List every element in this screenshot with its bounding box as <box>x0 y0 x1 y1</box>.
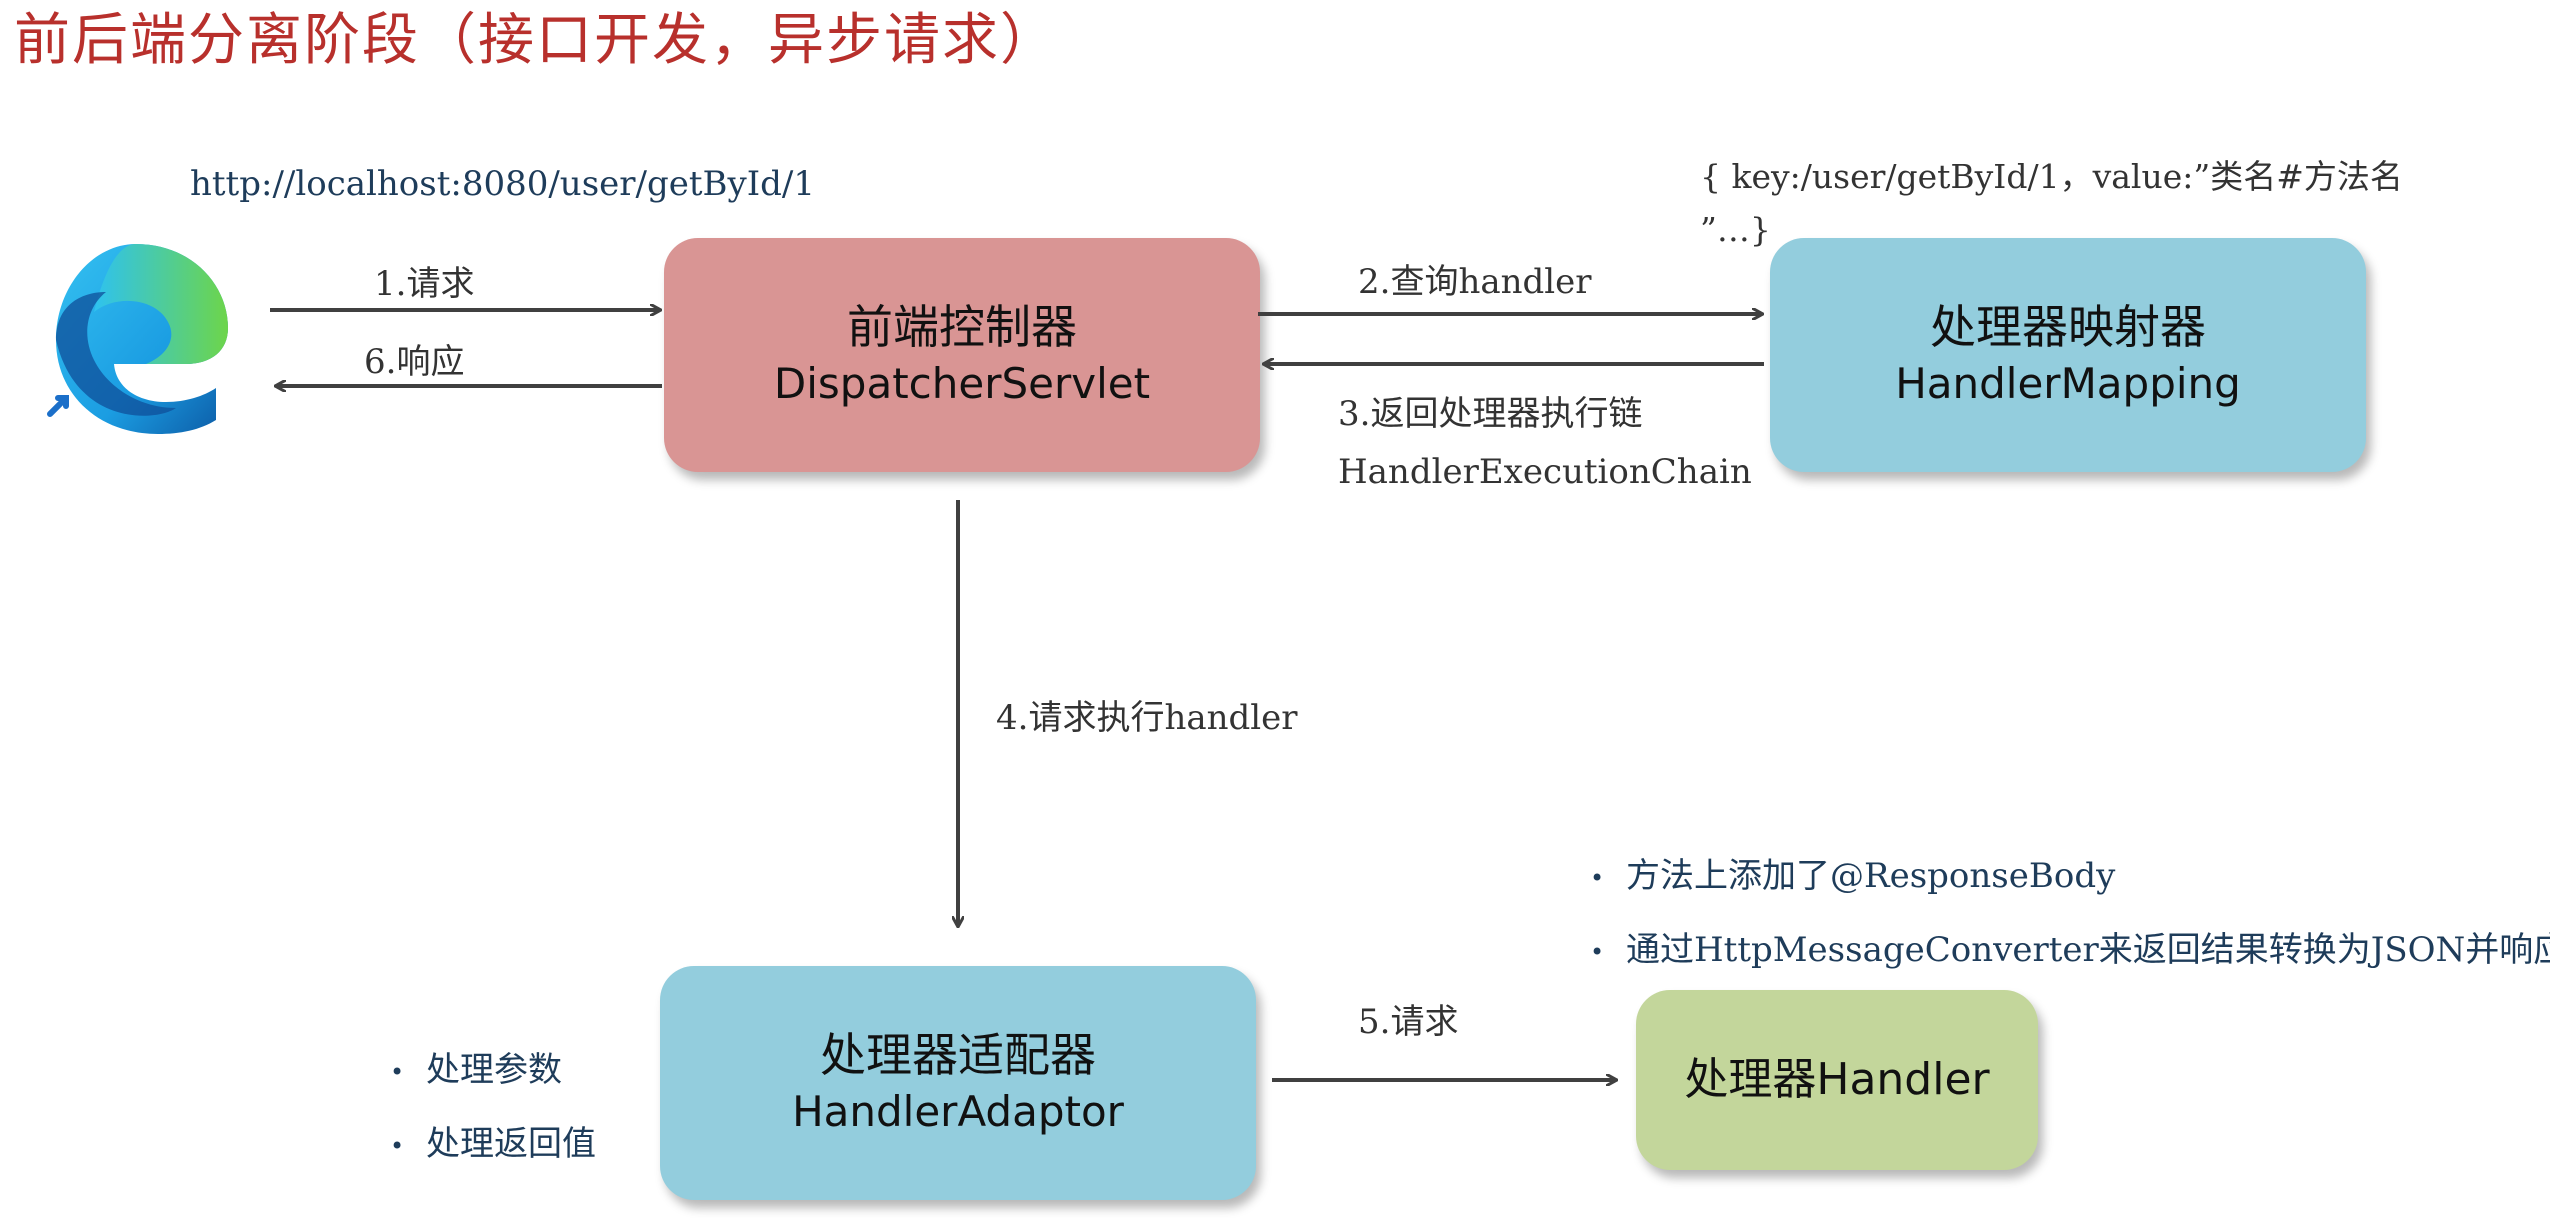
dispatcher-en-label: DispatcherServlet <box>773 359 1151 408</box>
step6-label: 6.响应 <box>364 342 465 382</box>
handler-mapping-box: 处理器映射器 HandlerMapping <box>1770 238 2366 472</box>
adaptor-en-label: HandlerAdaptor <box>792 1087 1124 1136</box>
step2-label: 2.查询handler <box>1358 262 1592 302</box>
handler-box: 处理器Handler <box>1636 990 2038 1170</box>
request-url: http://localhost:8080/user/getById/1 <box>190 164 815 204</box>
adaptor-cn-label: 处理器适配器 <box>820 1028 1096 1082</box>
adaptor-note-item: • 处理参数 <box>390 1042 562 1091</box>
mapping-cn-label: 处理器映射器 <box>1930 300 2206 354</box>
adaptor-note-text: 处理参数 <box>426 1050 562 1090</box>
adaptor-note-text: 处理返回值 <box>426 1124 596 1164</box>
handler-note-text: 通过HttpMessageConverter来返回结果转换为JSON并响应 <box>1626 930 2550 970</box>
step5-label: 5.请求 <box>1358 1002 1459 1042</box>
handler-adaptor-box: 处理器适配器 HandlerAdaptor <box>660 966 1256 1200</box>
bullet-icon: • <box>1590 938 1605 966</box>
mapping-note-line1: { key:/user/getById/1，value:”类名#方法名 <box>1700 157 2403 196</box>
bullet-icon: • <box>390 1058 405 1086</box>
mapping-note-line2: ”…} <box>1700 210 1771 249</box>
bullet-icon: • <box>390 1132 405 1160</box>
handler-note-item: • 方法上添加了@ResponseBody <box>1590 848 2115 897</box>
bullet-icon: • <box>1590 864 1605 892</box>
page-title: 前后端分离阶段（接口开发，异步请求） <box>14 8 1058 73</box>
mapping-en-label: HandlerMapping <box>1895 359 2241 408</box>
edge-browser-icon <box>47 244 228 434</box>
adaptor-note-item: • 处理返回值 <box>390 1116 596 1165</box>
step3-chain-label: HandlerExecutionChain <box>1338 452 1752 492</box>
dispatcher-cn-label: 前端控制器 <box>847 300 1077 354</box>
dispatcher-servlet-box: 前端控制器 DispatcherServlet <box>664 238 1260 472</box>
step4-label: 4.请求执行handler <box>996 698 1298 738</box>
step1-label: 1.请求 <box>374 264 475 304</box>
handler-note-item: • 通过HttpMessageConverter来返回结果转换为JSON并响应 <box>1590 922 2550 971</box>
handler-cn-label: 处理器Handler <box>1684 1054 1990 1105</box>
step3-label: 3.返回处理器执行链 <box>1338 394 1643 434</box>
handler-note-text: 方法上添加了@ResponseBody <box>1626 856 2116 896</box>
